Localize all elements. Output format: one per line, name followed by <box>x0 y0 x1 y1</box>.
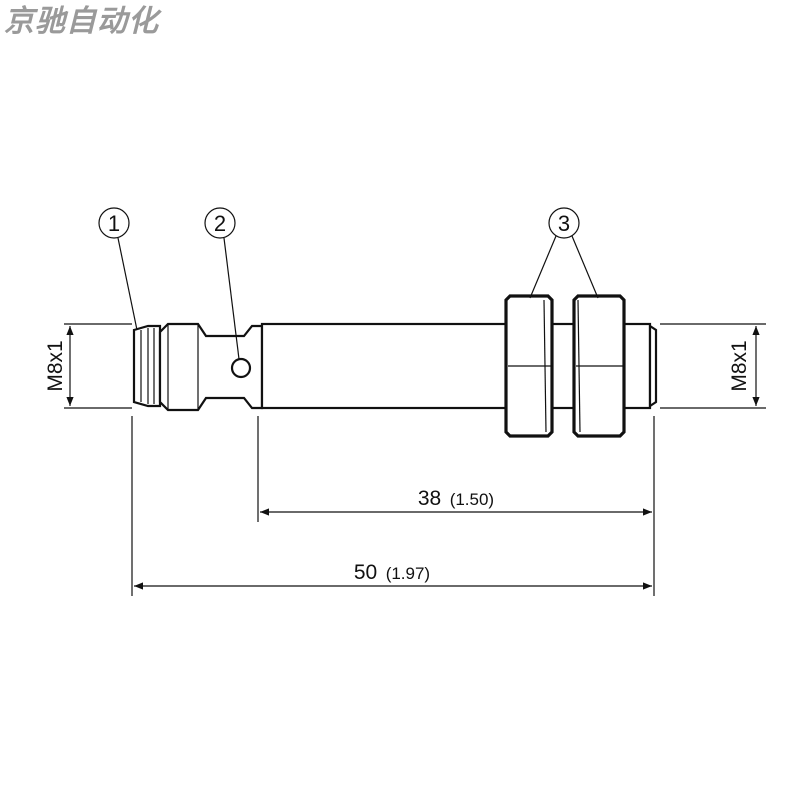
sensor-barrel <box>260 322 508 410</box>
thread-label-right: M8x1 <box>728 340 751 391</box>
leader-line <box>117 237 138 331</box>
length-38-value: 38 <box>418 487 441 510</box>
callout-number: 1 <box>108 211 120 236</box>
callout-circle <box>98 207 130 239</box>
callout-circle <box>204 207 236 239</box>
callout-1: 1 <box>98 207 138 331</box>
leader-line <box>223 237 240 360</box>
mounting-nuts <box>504 294 626 438</box>
sensing-face <box>648 323 658 409</box>
nut-edge <box>577 299 581 433</box>
length-38-label: 38 (1.50) <box>418 487 494 510</box>
callout-2: 2 <box>204 207 240 360</box>
length-dimension-50: 50 (1.97) <box>131 416 652 596</box>
leader-line <box>529 235 557 299</box>
nut-edge <box>543 299 547 433</box>
thread-label-left: M8x1 <box>44 340 67 391</box>
watermark-text: 京驰自动化 <box>4 4 159 39</box>
callout-3: 3 <box>529 207 599 299</box>
thread-dimension-right: M8x1 <box>660 323 766 409</box>
barrel-front <box>622 322 652 410</box>
callout-number: 2 <box>214 211 226 236</box>
length-50-label: 50 (1.97) <box>354 561 430 584</box>
length-dimension-38: 38 (1.50) <box>257 416 655 596</box>
connector-thread <box>132 324 162 408</box>
callout-circle <box>548 207 580 239</box>
leader-line <box>571 235 599 299</box>
length-50-inch: (1.97) <box>386 564 430 583</box>
led-indicator <box>230 357 252 379</box>
thread-dimension-left: M8x1 <box>44 323 132 409</box>
length-38-inch: (1.50) <box>450 490 494 509</box>
length-50-value: 50 <box>354 561 377 584</box>
barrel-between-nuts <box>550 322 576 410</box>
callout-number: 3 <box>558 211 570 236</box>
